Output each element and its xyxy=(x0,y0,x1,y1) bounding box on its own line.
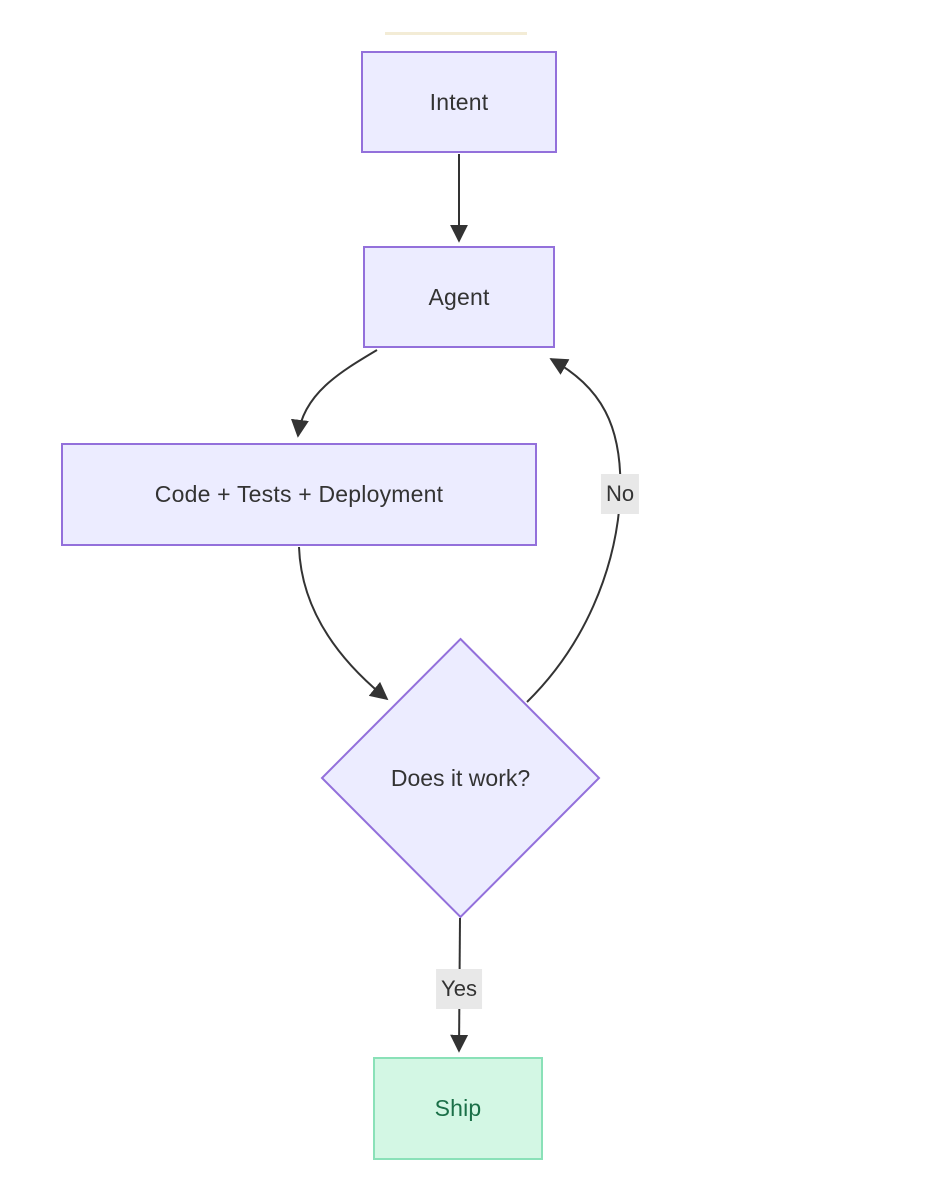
edge-agent-code xyxy=(290,349,378,438)
node-ship-label: Ship xyxy=(434,1095,482,1121)
node-agent: Agent xyxy=(363,246,555,348)
node-intent: Intent xyxy=(361,51,557,153)
edge-decision-agent-no xyxy=(526,358,622,703)
node-agent-label: Agent xyxy=(428,283,490,310)
faint-artifact-line xyxy=(385,32,527,35)
edge-code-decision xyxy=(298,546,389,701)
node-intent-label: Intent xyxy=(429,88,489,115)
node-code-tests-deployment: Code + Tests + Deployment xyxy=(61,443,537,546)
edge-label-yes: Yes xyxy=(436,969,482,1009)
decision-diamond-shape xyxy=(320,637,601,919)
node-ship: Ship xyxy=(373,1057,543,1160)
edge-label-no: No xyxy=(600,474,640,514)
node-code-tests-deployment-label: Code + Tests + Deployment xyxy=(154,481,444,507)
